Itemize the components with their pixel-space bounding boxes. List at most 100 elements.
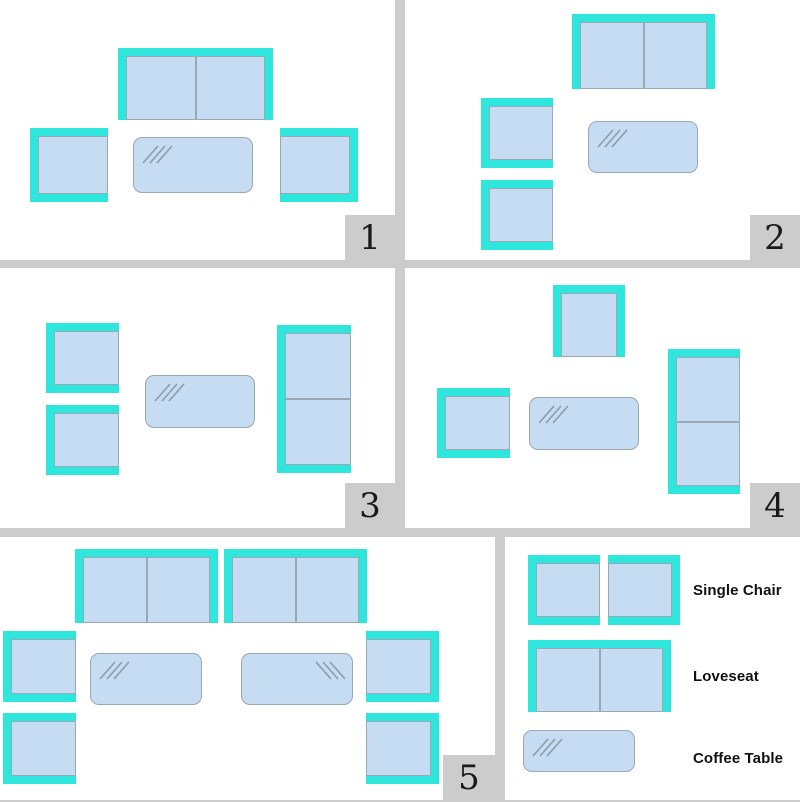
frame-bar-bottom [3,694,76,702]
seat-cushion [608,563,672,617]
frame-bar-top [75,549,147,557]
seat-cushion [83,557,147,623]
frame-bar-bottom [46,385,119,393]
chair [46,323,119,393]
coffee-table [523,730,635,772]
chair [3,713,76,784]
frame-bar-top [608,555,680,563]
coffee-table [133,137,253,193]
loveseat-cushion [224,549,296,623]
frame-bar-bottom [277,465,351,473]
frame-bar-right [672,555,680,625]
seat-cushion [146,557,210,623]
panel-contents [0,268,395,528]
chair [366,631,439,702]
layout-panel-2 [405,0,800,260]
coffee-table [241,653,353,705]
frame-bar-right [617,285,625,357]
loveseat-cushion [668,349,740,422]
panel-number-badge-2: 2 [750,215,800,262]
layout-panel-4 [405,268,800,528]
table-glint-icon [315,661,346,680]
seat-cushion [126,56,196,120]
seat-cushion [489,188,553,242]
seat-cushion [445,396,510,450]
panel-contents [0,0,395,260]
panel-contents [405,268,800,528]
chair [481,180,553,250]
frame-bar-left [277,325,285,399]
frame-bar-left [668,421,676,494]
layout-panel-5 [0,537,495,800]
seat-cushion [285,333,351,399]
frame-bar-bottom [608,617,680,625]
chair [608,555,680,625]
frame-bar-top [668,349,740,357]
frame-bar-left [277,399,285,473]
frame-bar-bottom [46,467,119,475]
seat-cushion [54,413,119,467]
layout-panel-3 [0,268,395,528]
frame-bar-left [118,48,126,120]
loveseat-cushion [146,549,218,623]
seat-cushion [676,357,740,422]
frame-bar-bottom [3,776,76,784]
seat-cushion [295,557,359,623]
loveseat-cushion [599,640,671,712]
loveseat-cushion [277,325,351,399]
frame-bar-bottom [30,194,108,202]
frame-bar-right [359,549,367,623]
frame-bar-bottom [366,776,439,784]
frame-bar-bottom [437,450,510,458]
seat-cushion [195,56,265,120]
frame-bar-top [195,48,273,56]
frame-bar-top [528,640,600,648]
legend-label-0: Single Chair [693,582,782,599]
frame-bar-top [437,388,510,396]
loveseat-cushion [668,421,740,494]
frame-bar-top [366,631,439,639]
seat-cushion [38,136,108,194]
seat-cushion [366,721,431,776]
seat-cushion [11,639,76,694]
frame-bar-bottom [668,486,740,494]
loveseat-cushion [528,640,600,712]
loveseat-cushion [295,549,367,623]
frame-bar-top [643,14,715,22]
seat-cushion [599,648,663,712]
seat-cushion [54,331,119,385]
frame-bar-top [146,549,218,557]
frame-bar-left [30,128,38,202]
frame-bar-right [210,549,218,623]
panel-number-badge-3: 3 [345,483,395,530]
seat-cushion [11,721,76,776]
frame-bar-top [481,98,553,106]
chair [528,555,600,625]
frame-bar-left [553,285,561,357]
chair [3,631,76,702]
chair [46,405,119,475]
frame-bar-left [437,388,445,458]
frame-bar-top [553,285,625,293]
frame-bar-top [46,323,119,331]
table-glint-icon [142,145,173,164]
frame-bar-top [528,555,600,563]
table-glint-icon [538,405,569,424]
frame-bar-left [668,349,676,422]
frame-bar-right [350,128,358,202]
loveseat-cushion [195,48,273,120]
coffee-table [90,653,202,705]
seat-cushion [536,648,600,712]
seat-cushion [580,22,644,89]
frame-bar-right [265,48,273,120]
frame-bar-top [572,14,644,22]
frame-bar-right [431,713,439,784]
loveseat-cushion [277,399,351,473]
frame-bar-right [663,640,671,712]
frame-bar-top [3,631,76,639]
frame-bar-left [481,98,489,168]
panel-number-badge-5: 5 [443,755,495,802]
frame-bar-right [707,14,715,89]
